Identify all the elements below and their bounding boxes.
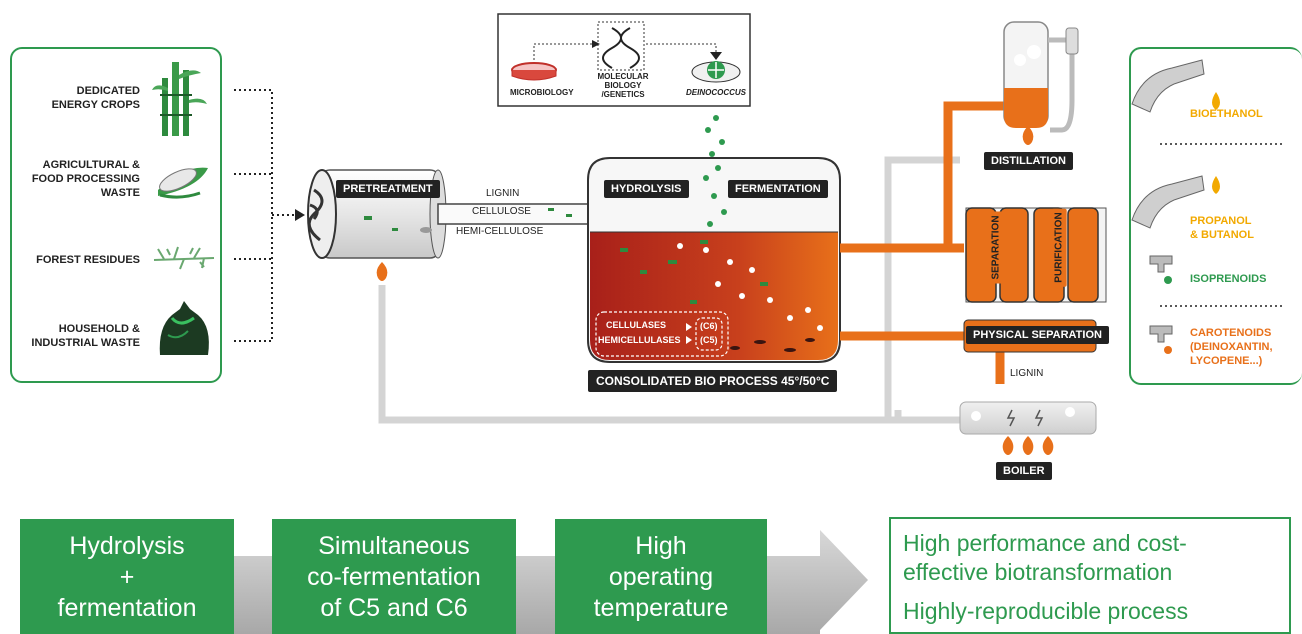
boiler-tag: BOILER — [996, 462, 1052, 480]
benefit-reproducible: Highly-reproducible process — [903, 598, 1189, 624]
co-fermentation-box: Simultaneous co-fermentation of C5 and C… — [272, 519, 516, 634]
droplet-icon — [1164, 92, 1220, 354]
purification-tag: PURIFICATION — [1051, 208, 1067, 287]
products-panel — [1129, 47, 1302, 385]
feedstock-icons — [152, 62, 215, 355]
benefit-performance: High performance and cost- effective bio… — [903, 530, 1187, 585]
bacteria-dots — [703, 115, 727, 227]
propanol-butanol-label: PROPANOL & BUTANOL — [1190, 215, 1254, 241]
c5-label: (C5) — [700, 335, 718, 345]
cellulose-label: CELLULOSE — [472, 206, 531, 217]
hemicellulases-label: HEMICELLULASES — [598, 335, 681, 345]
product-pipes — [840, 101, 1014, 384]
cellulases-label: CELLULASES — [606, 320, 667, 330]
corn-icon — [158, 167, 208, 199]
consolidated-bioprocess-tag: CONSOLIDATED BIO PROCESS 45°/50°C — [588, 370, 838, 392]
deinococcus-label: DEINOCOCCUS — [686, 88, 747, 97]
feed-arrow — [295, 209, 305, 221]
feedstock-label-forest: FOREST RESIDUES — [36, 254, 140, 266]
pretreatment-outlet-pipe — [437, 203, 589, 225]
feedstock-label-agri-waste: AGRICULTURAL & FOOD PROCESSING WASTE — [31, 159, 140, 199]
fuel-pump-icon — [1131, 59, 1205, 229]
lignin-label: LIGNIN — [486, 188, 520, 199]
flame-icon — [376, 126, 1054, 455]
product-dividers — [1160, 143, 1282, 307]
fermentation-tank — [587, 157, 841, 363]
microbiology-label: MICROBIOLOGY — [510, 88, 574, 97]
hemicellulose-label: HEMI-CELLULOSE — [456, 226, 544, 237]
feedstock-connectors — [234, 89, 295, 342]
feedstock-panel — [10, 47, 222, 383]
faucet-icon — [1149, 255, 1173, 343]
molecular-biology-label: MOLECULAR BIOLOGY /GENETICS — [597, 72, 649, 99]
c6-label: (C6) — [700, 321, 718, 331]
research-box — [497, 13, 751, 107]
high-temperature-box: High operating temperature — [555, 519, 767, 634]
benefits-box: High performance and cost- effective bio… — [889, 517, 1291, 634]
feedstock-label-energy-crops: DEDICATED ENERGY CROPS — [51, 85, 140, 111]
separation-tag: SEPARATION — [988, 211, 1004, 284]
distillation-tag: DISTILLATION — [984, 152, 1073, 170]
hydrolysis-tag: HYDROLYSIS — [604, 180, 689, 198]
pretreatment-tag: PRETREATMENT — [336, 180, 440, 198]
feedstock-label-household: HOUSEHOLD & INDUSTRIAL WASTE — [31, 323, 140, 349]
physical-separation-tag: PHYSICAL SEPARATION — [966, 326, 1109, 344]
enzyme-box — [595, 311, 729, 357]
distillation-column — [1003, 21, 1079, 133]
bamboo-icon — [152, 62, 207, 136]
boiler-unit — [959, 401, 1097, 435]
fermentation-tag: FERMENTATION — [728, 180, 828, 198]
bioethanol-label: BIOETHANOL — [1190, 108, 1263, 120]
carotenoids-label: CAROTENOIDS (DEINOXANTIN, LYCOPENE...) — [1190, 327, 1273, 367]
trash-bag-icon — [159, 301, 209, 355]
hydrolysis-fermentation-box: Hydrolysis + fermentation — [20, 519, 234, 634]
lignin-output-label: LIGNIN — [1010, 368, 1044, 379]
isoprenoids-label: ISOPRENOIDS — [1190, 273, 1267, 285]
branch-icon — [153, 246, 215, 270]
separation-purification-unit — [965, 207, 1107, 303]
